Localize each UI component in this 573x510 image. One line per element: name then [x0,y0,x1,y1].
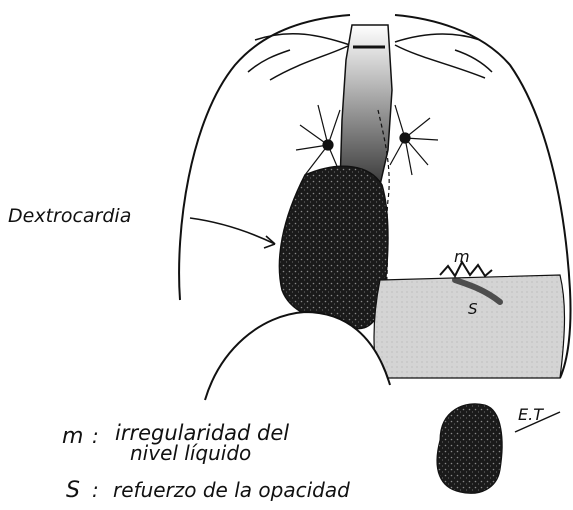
right-hilum [390,105,438,175]
legend-m-text-line2: nivel líquido [130,441,251,465]
legend-s-text-line1: refuerzo de la opacidad [113,478,350,502]
legend: m : irregularidad del nivel líquido S : … [62,421,350,503]
legend-s-sep: : [92,478,99,502]
legend-m-key: m [62,424,83,449]
legend-s-key: S [66,478,80,503]
heart-shadow [279,166,388,328]
pleural-effusion [374,275,565,378]
trachea [340,25,392,185]
legend-m-sep: : [92,424,99,448]
dextrocardia-arrow [190,218,275,248]
s-marker: S [468,300,478,318]
m-marker: m [454,247,470,266]
opacity-swatch [437,404,502,494]
dextrocardia-label: Dextrocardia [8,205,131,227]
